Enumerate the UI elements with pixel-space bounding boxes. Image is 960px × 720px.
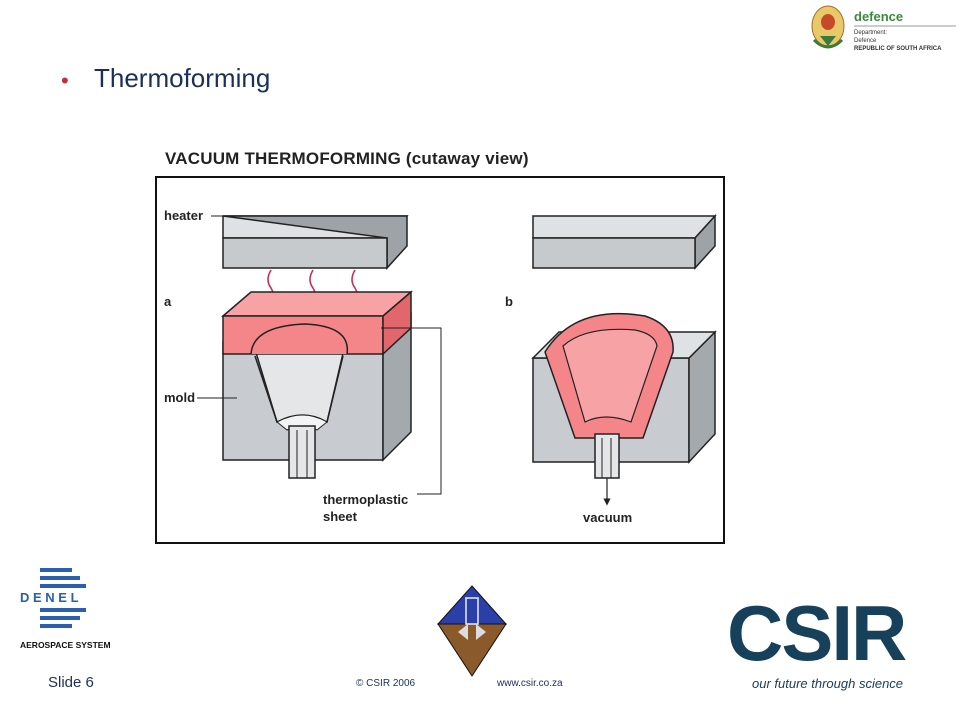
heater-a bbox=[222, 215, 409, 270]
label-a: a bbox=[164, 294, 172, 309]
diagram: heater a b mold thermoplastic sheet vacu… bbox=[164, 208, 717, 525]
diagram-frame bbox=[155, 176, 725, 544]
csir-slogan: our future through science bbox=[752, 676, 904, 691]
defence-logo: defence Department: Defence REPUBLIC OF … bbox=[811, 5, 956, 52]
leader-lines-a bbox=[197, 215, 442, 495]
diagram-title: VACUUM THERMOFORMING (cutaway view) bbox=[165, 149, 529, 168]
bullet-icon: • bbox=[61, 68, 69, 93]
denel-letters: D E N E L bbox=[20, 590, 79, 605]
label-heater: heater bbox=[164, 208, 203, 223]
label-sheet: sheet bbox=[323, 509, 358, 524]
denel-emblem-icon bbox=[40, 568, 86, 628]
denel-logo: D E N E L AEROSPACE SYSTEMS bbox=[20, 568, 110, 650]
csir-logo: CSIR bbox=[727, 589, 907, 677]
defence-name: defence bbox=[854, 9, 903, 24]
mold-b bbox=[531, 312, 717, 506]
label-b: b bbox=[505, 294, 513, 309]
website-link[interactable]: www.csir.co.za bbox=[497, 678, 563, 689]
label-mold: mold bbox=[164, 390, 195, 405]
center-emblem-logo bbox=[436, 585, 508, 677]
slide-number: Slide 6 bbox=[48, 674, 94, 691]
label-vacuum: vacuum bbox=[583, 510, 632, 525]
coat-of-arms-icon bbox=[811, 5, 845, 49]
defence-line2: Defence bbox=[854, 38, 877, 44]
copyright: © CSIR 2006 bbox=[356, 678, 416, 689]
heater-b bbox=[532, 214, 717, 270]
slide-title: Thermoforming bbox=[94, 63, 271, 93]
denel-sub: AEROSPACE SYSTEMS bbox=[20, 640, 110, 650]
label-thermoplastic: thermoplastic bbox=[323, 492, 408, 507]
defence-line1: Department: bbox=[854, 30, 887, 36]
defence-line3: REPUBLIC OF SOUTH AFRICA bbox=[854, 46, 942, 52]
